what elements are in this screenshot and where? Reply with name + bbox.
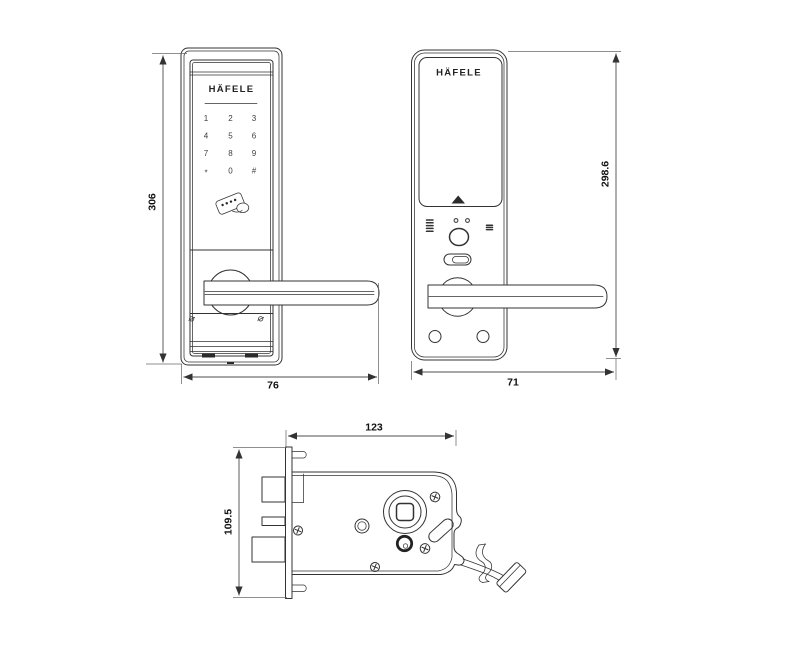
- stripes-icon-right: [485, 224, 494, 231]
- cable-clip: [475, 544, 486, 583]
- rear-view: HÄFELE: [411, 49, 608, 361]
- spindle-square-hole: [395, 502, 415, 522]
- latch-bolt: [261, 476, 286, 503]
- dim-label-71: 71: [507, 377, 519, 389]
- keypad-key: 7: [204, 149, 209, 158]
- led-dot-icon2: [465, 218, 470, 223]
- screw: [429, 491, 441, 503]
- dim-label-76: 76: [267, 380, 279, 392]
- front-handle-lever: [203, 280, 380, 306]
- keypad-key: 9: [252, 149, 257, 158]
- keypad-key: 0: [228, 166, 233, 175]
- keypad-key: 3: [252, 114, 257, 123]
- mortise-pin-top: [291, 451, 307, 459]
- spindle-hub: [383, 490, 427, 534]
- mortise-pin-bottom: [291, 584, 307, 592]
- rear-dimension-width: 71: [411, 358, 617, 389]
- front-dimension-height: 306: [146, 53, 187, 365]
- keypad-key: 4: [204, 131, 209, 140]
- rear-dimension-height: 298.6: [508, 51, 621, 359]
- auxiliary-bolt: [261, 516, 286, 526]
- keypad-key: 8: [228, 149, 233, 158]
- rear-battery-cover: [418, 57, 503, 207]
- cable-connector-plug: [496, 562, 527, 593]
- mortise-dimension-width: 123: [285, 422, 457, 447]
- front-keypad: 1 2 3 4 5 6 7 8 9 * 0 #: [204, 114, 257, 178]
- rear-body-inner: [414, 52, 505, 358]
- keypad-key: 5: [228, 131, 233, 140]
- dim-label-298-6: 298.6: [600, 161, 612, 187]
- front-screw-left: [188, 316, 196, 322]
- mortise-case-outline: [291, 471, 465, 575]
- front-brand-logo: HÄFELE: [209, 84, 255, 95]
- card-reader-icon: [215, 192, 250, 215]
- mortise-dimension-height: 109.5: [223, 447, 287, 598]
- front-panel-inner: [192, 62, 271, 354]
- thumb-turn-knob: [448, 227, 470, 247]
- screw: [419, 543, 431, 554]
- angled-slot: [428, 518, 454, 543]
- dim-label-109-5: 109.5: [223, 509, 235, 535]
- rear-body-outer: [411, 49, 508, 361]
- screw: [370, 562, 380, 572]
- fixing-hole-right: [476, 330, 490, 343]
- mortise-faceplate: [285, 446, 293, 599]
- keypad-key: 6: [252, 131, 257, 140]
- mortise-view: [251, 446, 527, 599]
- cam-ring: [395, 534, 414, 553]
- cable-assembly: [460, 543, 527, 593]
- led-dot-icon: [453, 218, 459, 223]
- deadbolt: [251, 536, 286, 563]
- keypad-key: *: [204, 168, 207, 177]
- mortise-case-inner: [291, 475, 453, 572]
- screw: [293, 525, 303, 536]
- cable-clip2: [482, 543, 493, 582]
- privacy-slider: [443, 253, 472, 266]
- rear-brand-logo: HÄFELE: [436, 68, 482, 79]
- keypad-key: 2: [228, 114, 233, 123]
- front-bottom-pad2: [245, 353, 258, 358]
- front-bottom-pad: [202, 353, 215, 358]
- keypad-key: #: [252, 166, 257, 175]
- dim-label-123: 123: [365, 422, 383, 434]
- front-panel: [189, 59, 274, 357]
- front-view: HÄFELE 1 2 3 4 5 6 7 8 9 * 0 #: [180, 47, 380, 366]
- front-screw-right: [257, 316, 265, 322]
- cylinder-hole: [354, 518, 370, 534]
- front-bottom-tick: [227, 362, 234, 364]
- fixing-hole-left: [428, 330, 442, 343]
- front-dimension-width: 76: [181, 283, 379, 392]
- front-body-outer: [180, 47, 283, 366]
- dim-label-306: 306: [147, 193, 159, 211]
- stripes-icon-left: [425, 219, 434, 232]
- battery-cover-arrow-icon: [451, 195, 465, 204]
- keypad-key: 1: [204, 114, 209, 123]
